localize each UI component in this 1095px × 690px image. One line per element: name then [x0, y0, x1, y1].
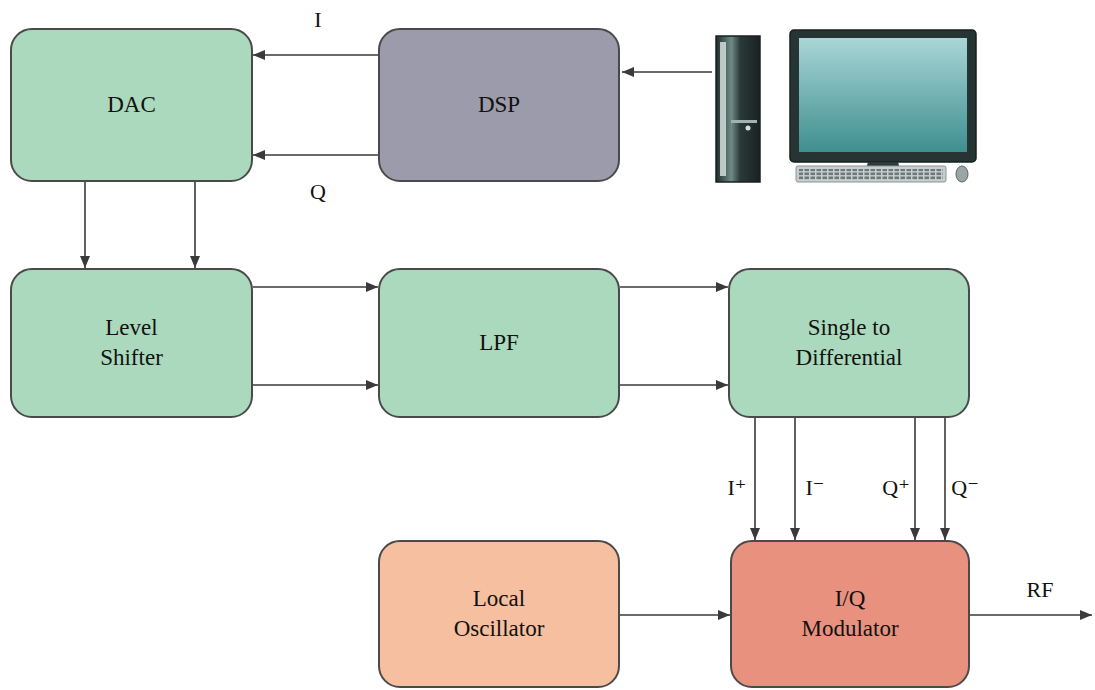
rf-output-arrow	[970, 614, 1092, 616]
block-label: Local Oscillator	[454, 584, 545, 644]
signal-arrow	[84, 182, 86, 268]
signal-arrow	[794, 418, 796, 540]
signal-arrow	[253, 154, 378, 156]
signal-arrow	[253, 286, 378, 288]
converter-box: Single to Differential	[728, 268, 970, 418]
signal-name: Q⁻	[951, 477, 979, 499]
computer-icon	[716, 30, 976, 182]
signal-name: I	[314, 9, 321, 31]
signal-arrow	[620, 614, 730, 616]
oscillator-box: Local Oscillator	[378, 540, 620, 688]
block-label: Level Shifter	[100, 313, 163, 373]
signal-name: I⁻	[806, 477, 825, 499]
signal-arrow	[754, 418, 756, 540]
block-label: DAC	[107, 90, 156, 120]
signal-arrow	[620, 384, 728, 386]
signal-arrow	[620, 286, 728, 288]
output-name: RF	[1027, 579, 1054, 601]
block-label: DSP	[478, 90, 520, 120]
converter-box: DAC	[10, 28, 253, 182]
processor-box: DSP	[378, 28, 620, 182]
signal-name: Q⁺	[882, 477, 910, 499]
shifter-box: Level Shifter	[10, 268, 253, 418]
signal-arrow	[253, 54, 378, 56]
block-label: I/Q Modulator	[801, 584, 898, 644]
signal-name: I⁺	[728, 477, 747, 499]
filter-box: LPF	[378, 268, 620, 418]
modulator-box: I/Q Modulator	[730, 540, 970, 688]
signal-name: Q	[310, 181, 326, 203]
signal-arrow	[253, 384, 378, 386]
block-label: LPF	[479, 328, 519, 358]
signal-arrow	[914, 418, 916, 540]
block-label: Single to Differential	[796, 313, 903, 373]
input-arrow	[622, 71, 712, 73]
signal-arrow	[944, 418, 946, 540]
signal-arrow	[194, 182, 196, 268]
